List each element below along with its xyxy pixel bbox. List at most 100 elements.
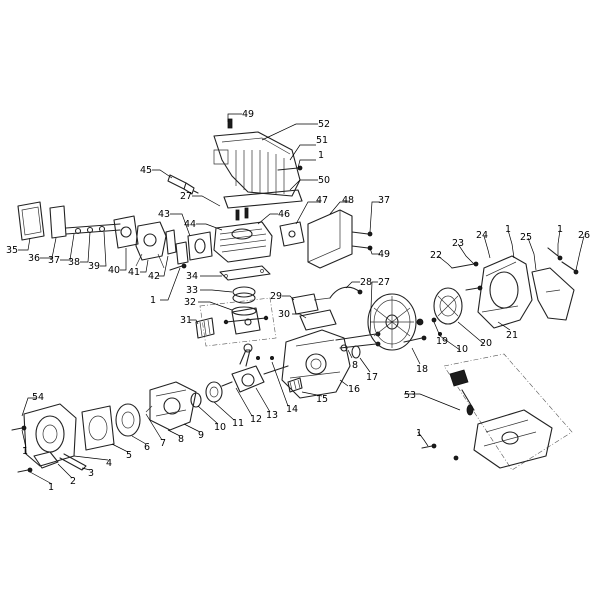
screw-top bbox=[227, 118, 233, 129]
cylinder-shroud bbox=[213, 131, 301, 197]
callout-1: 1 bbox=[48, 482, 54, 493]
callout-31: 31 bbox=[180, 315, 192, 326]
washer-8 bbox=[340, 344, 348, 352]
callout-37: 37 bbox=[378, 195, 390, 206]
callout-35: 35 bbox=[6, 245, 18, 256]
callout-20: 20 bbox=[480, 338, 492, 349]
callout-1: 1 bbox=[416, 428, 422, 439]
callout-15: 15 bbox=[316, 394, 328, 405]
screw-left-mid bbox=[169, 263, 187, 271]
callout-labels: 49 52 51 1 50 45 27 43 44 46 47 48 37 49… bbox=[6, 109, 590, 493]
callout-30: 30 bbox=[278, 309, 290, 320]
air-filter-base bbox=[113, 215, 139, 249]
callout-5: 5 bbox=[126, 450, 132, 461]
piston-frame-guide bbox=[199, 297, 277, 347]
leader-lines bbox=[18, 113, 585, 485]
muffler bbox=[307, 209, 373, 269]
callout-36: 36 bbox=[28, 253, 40, 264]
crank-seal bbox=[351, 345, 361, 359]
callout-8: 8 bbox=[178, 434, 184, 445]
callout-33: 33 bbox=[186, 285, 198, 296]
fan-housing bbox=[477, 255, 533, 329]
intake-insulator bbox=[187, 231, 213, 261]
callout-41: 41 bbox=[128, 267, 140, 278]
fuel-tank bbox=[473, 409, 553, 469]
crank-bearing-11 bbox=[205, 381, 223, 403]
callout-6: 6 bbox=[144, 442, 150, 453]
cylinder bbox=[213, 207, 273, 263]
callout-54: 54 bbox=[32, 392, 44, 403]
callout-40: 40 bbox=[108, 265, 120, 276]
fuel-tank-frame-guide bbox=[443, 353, 573, 471]
callout-52: 52 bbox=[318, 119, 330, 130]
crankshaft bbox=[221, 343, 289, 393]
callout-12: 12 bbox=[250, 414, 262, 425]
callout-9: 9 bbox=[198, 430, 204, 441]
carburetor-gasket bbox=[165, 229, 177, 255]
long-bolts bbox=[335, 331, 381, 349]
callout-48: 48 bbox=[342, 195, 354, 206]
crankcase-right-half bbox=[281, 329, 351, 399]
callout-24: 24 bbox=[476, 230, 488, 241]
callout-28: 28 bbox=[360, 277, 372, 288]
flywheel bbox=[367, 293, 417, 351]
callout-38: 38 bbox=[68, 257, 80, 268]
callout-26: 26 bbox=[578, 230, 590, 241]
callout-1: 1 bbox=[318, 150, 324, 161]
intake-spacer bbox=[175, 241, 189, 265]
fuel-filter-line bbox=[461, 389, 475, 416]
callout-7: 7 bbox=[160, 438, 166, 449]
fuel-cap bbox=[449, 369, 469, 387]
callout-53: 53 bbox=[404, 390, 416, 401]
callout-44: 44 bbox=[184, 219, 196, 230]
callout-10: 10 bbox=[214, 422, 226, 433]
spark-plug bbox=[167, 174, 199, 195]
callout-43: 43 bbox=[158, 209, 170, 220]
callout-29: 29 bbox=[270, 291, 282, 302]
starter-plate bbox=[81, 405, 115, 451]
callout-34: 34 bbox=[186, 271, 198, 282]
filter-long-bolt bbox=[65, 223, 121, 235]
callout-23: 23 bbox=[452, 238, 464, 249]
callout-17: 17 bbox=[366, 372, 378, 383]
shroud-gasket bbox=[223, 189, 303, 209]
pulley-spring bbox=[145, 405, 153, 413]
callout-25: 25 bbox=[520, 232, 532, 243]
callout-51: 51 bbox=[316, 135, 328, 146]
callout-18: 18 bbox=[416, 364, 428, 375]
needle-bearing bbox=[195, 317, 215, 339]
crankcase-gasket bbox=[299, 309, 337, 331]
callout-37: 37 bbox=[48, 255, 60, 266]
callout-49: 49 bbox=[242, 109, 254, 120]
callout-10: 10 bbox=[456, 344, 468, 355]
starter-pulley bbox=[115, 403, 141, 437]
callout-14: 14 bbox=[286, 404, 298, 415]
callout-3: 3 bbox=[88, 468, 94, 479]
fan-housing-bolts bbox=[451, 261, 483, 291]
callout-8: 8 bbox=[352, 360, 358, 371]
cylinder-gasket bbox=[219, 265, 271, 281]
callout-46: 46 bbox=[278, 209, 290, 220]
callout-47: 47 bbox=[316, 195, 328, 206]
callout-1: 1 bbox=[150, 295, 156, 306]
housing-bracket bbox=[531, 267, 575, 321]
air-filter-element bbox=[49, 205, 67, 239]
coil-spring bbox=[287, 377, 303, 393]
callout-39: 39 bbox=[88, 261, 100, 272]
tank-screws bbox=[421, 443, 459, 461]
callout-32: 32 bbox=[184, 297, 196, 308]
callout-21: 21 bbox=[506, 330, 518, 341]
callout-4: 4 bbox=[106, 458, 112, 469]
callout-22: 22 bbox=[430, 250, 442, 261]
carburetor bbox=[135, 221, 167, 269]
air-filter-cover bbox=[17, 201, 45, 241]
callout-11: 11 bbox=[232, 418, 244, 429]
callout-13: 13 bbox=[266, 410, 278, 421]
bracket-screws bbox=[547, 247, 579, 275]
crank-washer-14 bbox=[255, 355, 274, 360]
piston bbox=[223, 306, 269, 335]
callout-19: 19 bbox=[436, 336, 448, 347]
flywheel-nut bbox=[416, 318, 424, 326]
piston-ring bbox=[232, 286, 256, 304]
